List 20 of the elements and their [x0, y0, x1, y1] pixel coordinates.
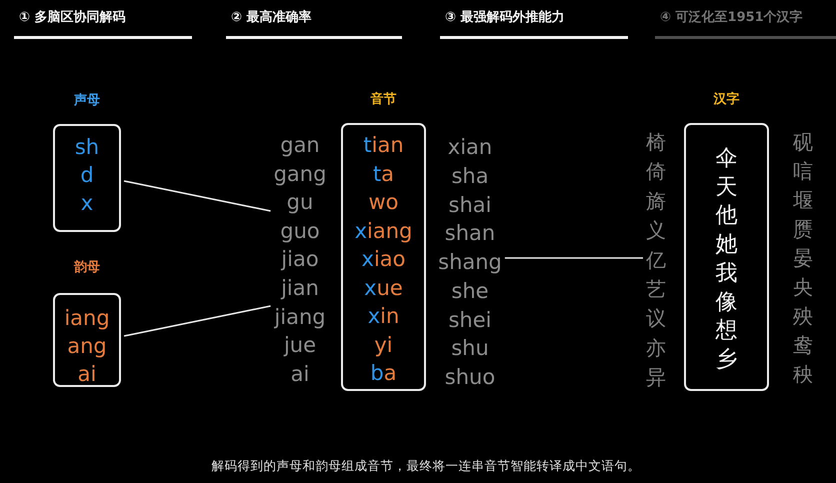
column-heading: 音节	[370, 91, 396, 109]
syllable-candidates: gan gang gu guo jiao jian jiang jue ai	[274, 131, 326, 388]
column-heading: 声母	[74, 92, 100, 110]
character-candidates: 砚唁堰赝晏央殃鸯秧	[793, 128, 813, 389]
character-candidates: 椅倚旖义亿艺议亦异	[646, 128, 666, 393]
step-tab: ④ 可泛化至1951个汉字	[655, 8, 836, 39]
finals-list: iang ang ai	[64, 304, 110, 388]
connector-line	[504, 257, 643, 259]
initials-list: sh d x	[74, 133, 100, 217]
connector-line	[124, 305, 271, 337]
syllable-list: tian ta wo xiang xiao xue xin yi ba	[354, 131, 412, 388]
step-tab: ② 最高准确率	[226, 8, 402, 39]
character-list: 伞天他她我像想乡	[716, 145, 738, 375]
step-tab: ③ 最强解码外推能力	[440, 8, 628, 39]
column-heading: 韵母	[74, 259, 100, 277]
connector-line	[124, 180, 271, 212]
column-heading: 汉字	[714, 91, 740, 109]
step-tab: ① 多脑区协同解码	[14, 8, 192, 39]
syllable-candidates: xian sha shai shan shang she shei shu shuo	[438, 133, 502, 392]
caption-text: 解码得到的声母和韵母组成音节，最终将一连串音节智能转译成中文语句。	[212, 457, 640, 475]
